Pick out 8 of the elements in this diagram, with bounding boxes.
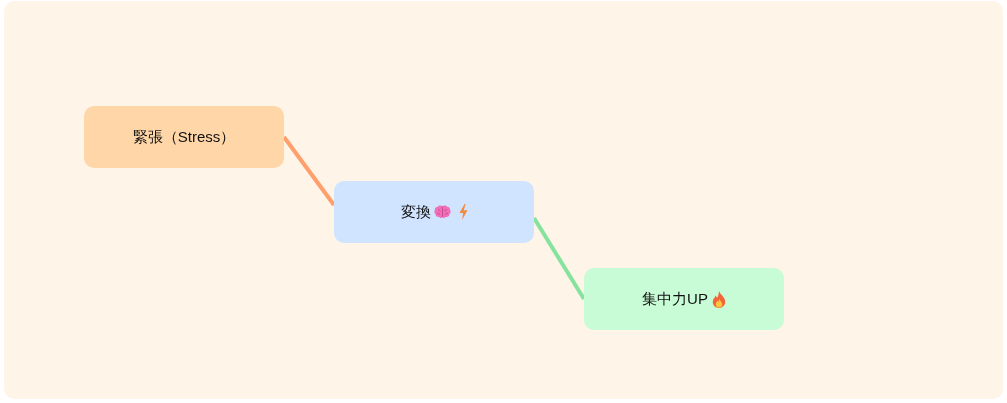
node-label: 集中力UP bbox=[642, 290, 708, 308]
connector-line bbox=[532, 216, 586, 301]
process-box bbox=[84, 106, 284, 168]
node-label: 緊張（Stress） bbox=[132, 128, 236, 146]
connector-line bbox=[282, 135, 336, 207]
node-label: 変換 bbox=[400, 203, 431, 221]
process-box bbox=[334, 181, 534, 243]
process-box bbox=[584, 268, 784, 330]
